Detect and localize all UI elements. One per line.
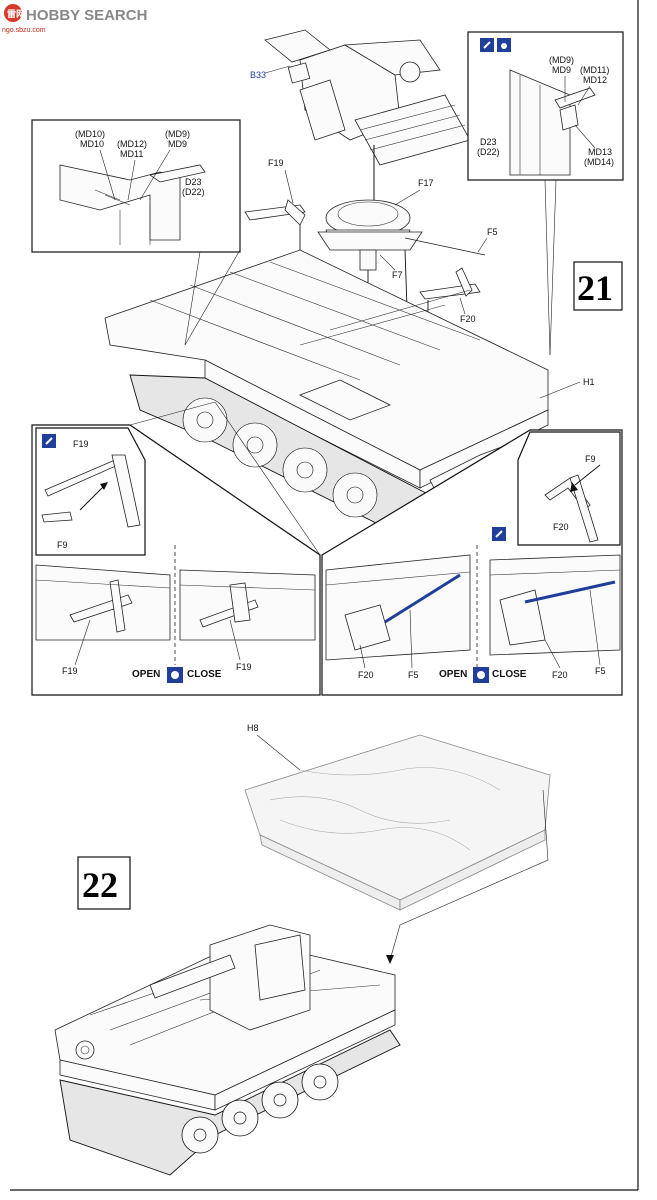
detail-left-f19-a: F19 — [62, 666, 78, 676]
detail-left-close: CLOSE — [187, 669, 222, 680]
watermark-brand: HOBBY SEARCH — [26, 7, 147, 24]
label-h1: H1 — [583, 377, 595, 387]
detail-left-f19-top: F19 — [73, 439, 89, 449]
inset-right-md9: MD9 — [552, 65, 571, 75]
label-b33: B33 — [250, 70, 266, 80]
label-f20: F20 — [460, 314, 476, 324]
watermark-logo-icon — [4, 4, 22, 22]
label-h8: H8 — [247, 723, 259, 733]
step-22-box — [77, 856, 131, 910]
inset-left-md10-alt: (MD10) — [75, 129, 105, 139]
inset-right-md12: MD12 — [583, 75, 607, 85]
detail-left-open: OPEN — [132, 669, 160, 680]
rod-f5-a — [384, 573, 461, 624]
detail-right-f20-b: F20 — [552, 670, 568, 680]
detail-right-f5-b: F5 — [595, 666, 606, 676]
step-21-number: 21 — [577, 268, 613, 308]
inset-right-d22-alt: (D22) — [477, 147, 500, 157]
drill-hole-icon — [497, 38, 511, 52]
step-22-number: 22 — [82, 865, 118, 905]
label-f5: F5 — [487, 227, 498, 237]
detail-right-f9: F9 — [585, 454, 596, 464]
detail-right-close: CLOSE — [492, 669, 527, 680]
part-f20 — [419, 267, 481, 300]
detail-right-drawing — [325, 554, 621, 661]
detail-right-inset — [517, 431, 621, 546]
inset-right-md9-alt: (MD9) — [549, 55, 574, 65]
open-close-icon — [167, 667, 183, 683]
inset-right-md11-alt: (MD11) — [580, 65, 609, 75]
glue-icon — [480, 38, 494, 52]
rod-f5-b — [524, 580, 616, 604]
inset-left-md9-alt: (MD9) — [165, 129, 190, 139]
inset-right-d23: D23 — [480, 137, 497, 147]
tarp-h8 — [244, 734, 551, 911]
inset-left-md12-alt: (MD12) — [117, 139, 147, 149]
detail-right-open: OPEN — [439, 669, 467, 680]
part-f19 — [244, 199, 306, 226]
inset-left-md9: MD9 — [168, 139, 187, 149]
label-f17: F17 — [418, 178, 434, 188]
detail-right-f5-a: F5 — [408, 670, 419, 680]
detail-left-f9: F9 — [57, 540, 68, 550]
step-21-box — [573, 261, 623, 311]
inset-left-d22-alt: (D22) — [182, 187, 205, 197]
label-f7: F7 — [392, 270, 403, 280]
detail-right-f20-top: F20 — [553, 522, 569, 532]
inset-right-drawing — [509, 69, 596, 176]
watermark: 雷网 HOBBY SEARCH ngo.sbzu.com — [2, 4, 147, 34]
watermark-url: ngo.sbzu.com — [2, 27, 46, 34]
inset-left-md11: MD11 — [120, 149, 143, 159]
inset-left-d23: D23 — [185, 177, 202, 187]
glue-icon — [492, 527, 506, 541]
turntable-f17 — [317, 199, 423, 271]
detail-left-drawing — [35, 564, 316, 641]
inset-left-md10: MD10 — [80, 139, 104, 149]
open-close-icon — [473, 667, 489, 683]
detail-left-f19-b: F19 — [236, 662, 252, 672]
watermark-logo-text: 雷网 — [7, 8, 25, 19]
label-f19: F19 — [268, 158, 284, 168]
vehicle-step22 — [54, 924, 401, 1176]
gun-assembly — [264, 29, 471, 166]
inset-right-md13: MD13 — [588, 147, 612, 157]
detail-right-f20-a: F20 — [358, 670, 374, 680]
detail-left-inset — [35, 427, 146, 556]
inset-right-md14-alt: (MD14) — [584, 157, 614, 167]
